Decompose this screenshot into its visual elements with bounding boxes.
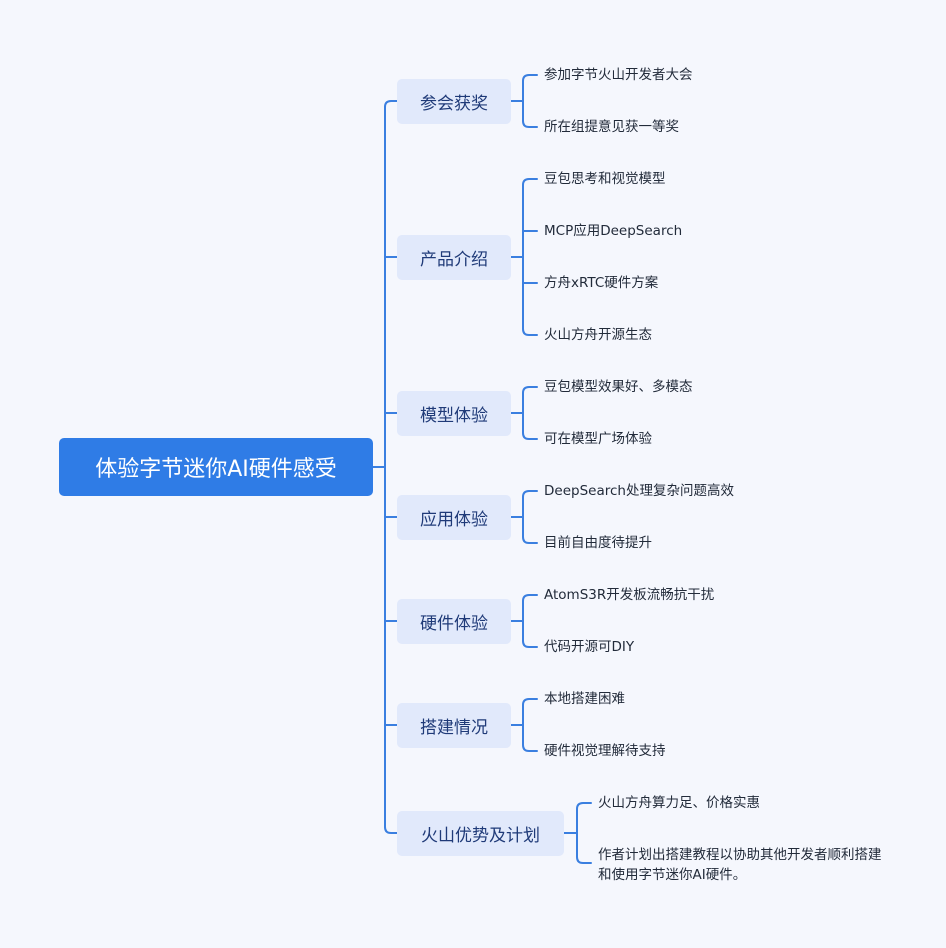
branch-node-hardware: 硬件体验 <box>397 599 511 644</box>
branch-node-app: 应用体验 <box>397 495 511 540</box>
leaf-node: AtomS3R开发板流畅抗干扰 <box>544 587 715 603</box>
connector-line <box>522 386 538 440</box>
connector-line <box>522 698 538 752</box>
leaf-node: 所在组提意见获一等奖 <box>544 119 679 135</box>
root-node: 体验字节迷你AI硬件感受 <box>59 438 373 496</box>
leaf-node: 火山方舟开源生态 <box>544 327 652 343</box>
connector-line <box>576 802 592 864</box>
leaf-node: 豆包模型效果好、多模态 <box>544 379 693 395</box>
leaf-node: 豆包思考和视觉模型 <box>544 171 666 187</box>
branch-node-advantage: 火山优势及计划 <box>397 811 564 856</box>
leaf-node: 代码开源可DIY <box>544 639 635 655</box>
branch-node-setup: 搭建情况 <box>397 703 511 748</box>
leaf-node: 本地搭建困难 <box>544 691 625 707</box>
leaf-node: 方舟xRTC硬件方案 <box>544 275 659 291</box>
leaf-node: MCP应用DeepSearch <box>544 223 683 239</box>
branch-node-model: 模型体验 <box>397 391 511 436</box>
connector-line <box>522 74 538 128</box>
leaf-node: 参加字节火山开发者大会 <box>544 67 693 83</box>
leaf-node: DeepSearch处理复杂问题高效 <box>544 483 734 499</box>
leaf-node: 目前自由度待提升 <box>544 535 652 551</box>
leaf-node: 可在模型广场体验 <box>544 431 652 447</box>
connector-line <box>384 826 398 834</box>
leaf-node: 作者计划出搭建教程以协助其他开发者顺利搭建和使用字节迷你AI硬件。 <box>598 847 882 883</box>
branch-node-product: 产品介绍 <box>397 235 511 280</box>
connector-line <box>384 100 398 108</box>
branch-node-awards: 参会获奖 <box>397 79 511 124</box>
leaf-node: 火山方舟算力足、价格实惠 <box>598 795 760 811</box>
connector-line <box>522 594 538 648</box>
connector-line <box>522 490 538 544</box>
connector-line <box>522 178 538 336</box>
leaf-node: 硬件视觉理解待支持 <box>544 743 666 759</box>
